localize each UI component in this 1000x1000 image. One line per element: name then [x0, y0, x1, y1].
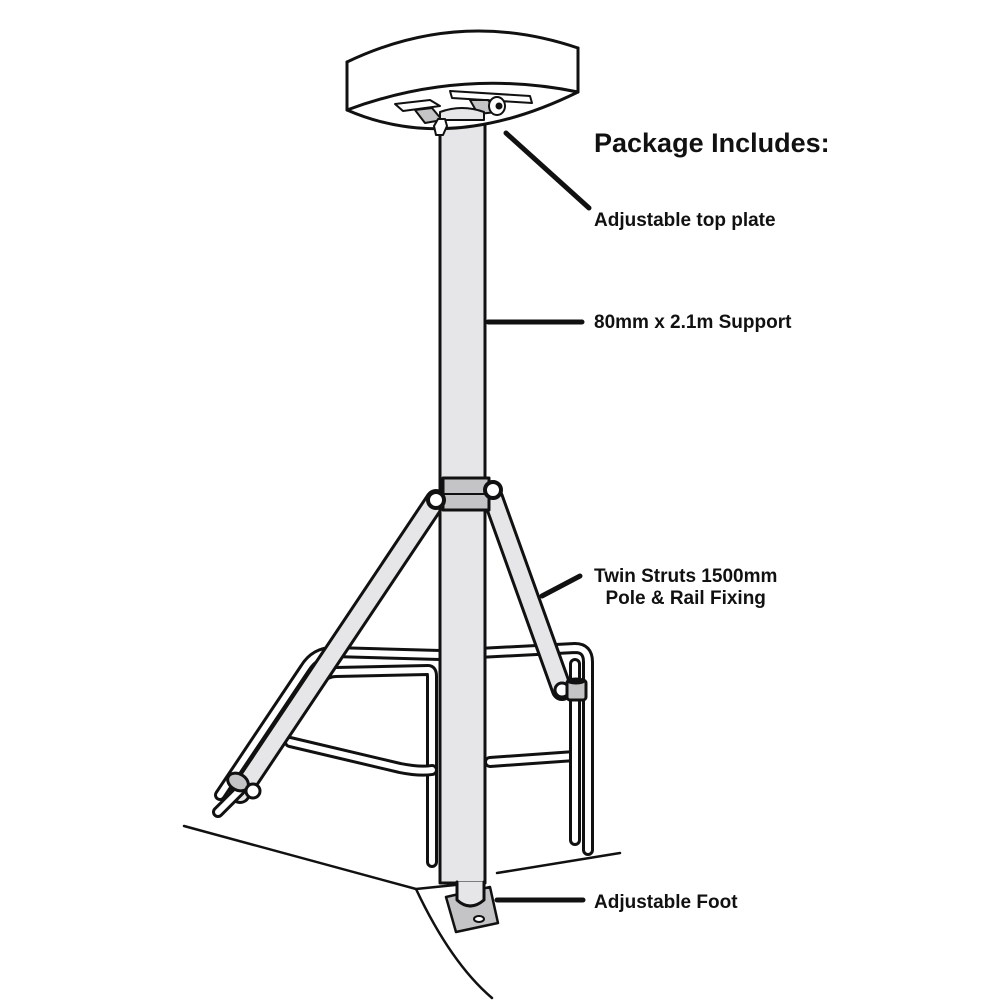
- callout-struts: Twin Struts 1500mm Pole & Rail Fixing: [594, 566, 777, 610]
- callout-struts-line1: Twin Struts 1500mm: [594, 566, 778, 587]
- callout-support: 80mm x 2.1m Support: [594, 312, 792, 333]
- leader-lines: [485, 130, 592, 903]
- left-strut: [212, 489, 447, 818]
- right-strut: [482, 487, 588, 702]
- callout-top-plate: Adjustable top plate: [594, 210, 776, 231]
- adjustable-foot: [444, 880, 500, 934]
- callout-struts-line2: Pole & Rail Fixing: [605, 587, 766, 609]
- leader-top-plate: [503, 130, 592, 211]
- package-includes-title: Package Includes:: [594, 128, 830, 158]
- adjustable-top-plate: [394, 90, 533, 136]
- deck-outline: [182, 824, 622, 1000]
- strut-collar: [426, 476, 503, 512]
- leader-struts: [539, 573, 583, 599]
- callout-foot: Adjustable Foot: [594, 892, 738, 913]
